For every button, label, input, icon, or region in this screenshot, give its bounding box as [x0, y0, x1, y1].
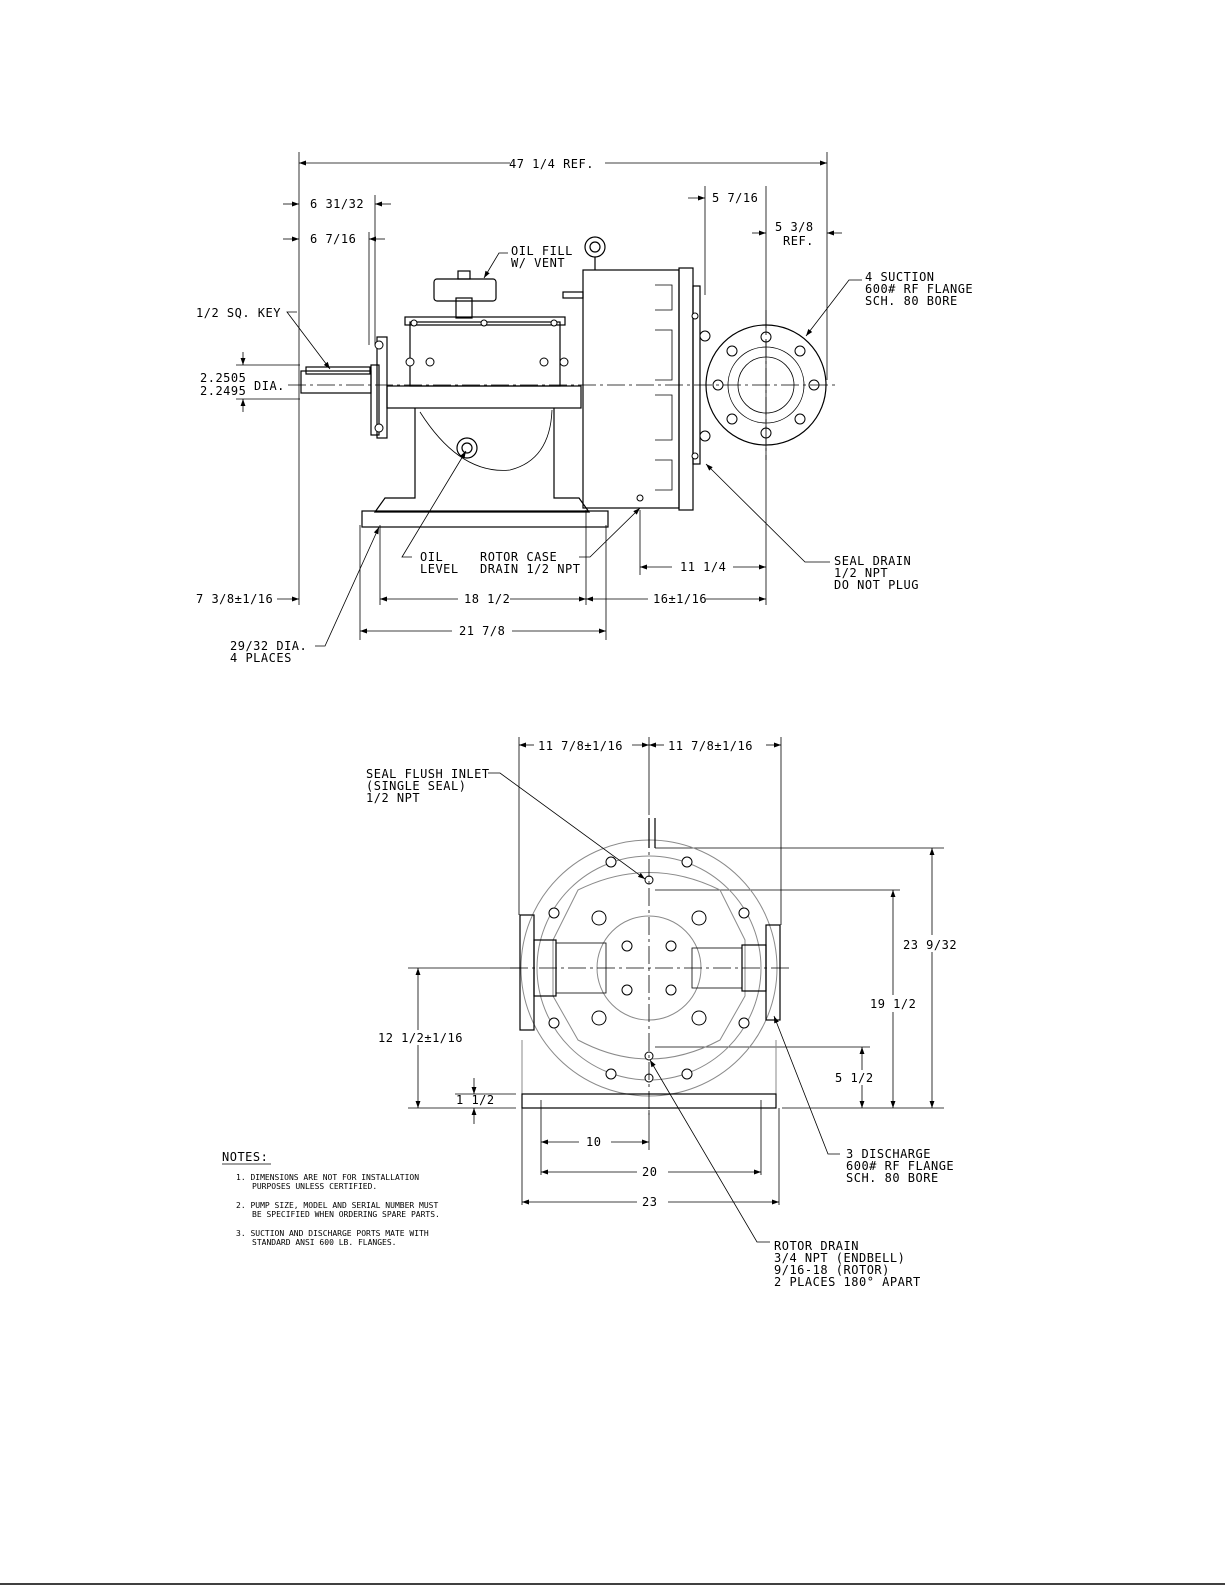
svg-text:11 7/8±1/16: 11 7/8±1/16: [668, 739, 753, 753]
side-bolts: [374, 312, 711, 502]
base-foot: [361, 510, 609, 528]
svg-text:4 PLACES: 4 PLACES: [230, 651, 292, 665]
svg-text:23: 23: [642, 1195, 657, 1209]
gear-housing: [409, 321, 561, 387]
end-dimension-lines: [415, 742, 935, 1205]
svg-text:SCH. 80 BORE: SCH. 80 BORE: [865, 294, 958, 308]
svg-text:2 PLACES 180° APART: 2 PLACES 180° APART: [774, 1275, 921, 1289]
svg-text:2.2505: 2.2505: [200, 371, 246, 385]
oil-fill-label: OIL FILL: [511, 244, 573, 258]
svg-text:DIA.: DIA.: [254, 379, 285, 393]
side-leaders: [286, 252, 862, 647]
end-leaders: [488, 772, 840, 1243]
svg-text:20: 20: [642, 1165, 657, 1179]
svg-text:2.2495: 2.2495: [200, 384, 246, 398]
end-extension-lines: [408, 737, 944, 1205]
svg-text:STANDARD ANSI 600 LB. FLANGES.: STANDARD ANSI 600 LB. FLANGES.: [252, 1238, 397, 1247]
rotor-case: [582, 269, 680, 509]
svg-text:1/2 NPT: 1/2 NPT: [834, 566, 888, 580]
svg-text:SCH. 80 BORE: SCH. 80 BORE: [846, 1171, 939, 1185]
note-1: 1. DIMENSIONS ARE NOT FOR INSTALLATION: [236, 1173, 419, 1182]
svg-text:LEVEL: LEVEL: [420, 562, 459, 576]
svg-text:5 7/16: 5 7/16: [712, 191, 758, 205]
note-2: 2. PUMP SIZE, MODEL AND SERIAL NUMBER MU…: [236, 1201, 438, 1210]
svg-text:11 7/8±1/16: 11 7/8±1/16: [538, 739, 623, 753]
svg-text:6 7/16: 6 7/16: [310, 232, 356, 246]
mounting-holes-label: 29/32 DIA.: [230, 639, 307, 653]
svg-text:1/2 NPT: 1/2 NPT: [366, 791, 420, 805]
shaft-key: [305, 366, 371, 375]
svg-text:W/ VENT: W/ VENT: [511, 256, 565, 270]
rotor-case-drain-label: ROTOR CASE: [480, 550, 557, 564]
end-pump-body: [519, 818, 781, 1109]
svg-text:600# RF FLANGE: 600# RF FLANGE: [846, 1159, 954, 1173]
end-view: 11 7/8±1/16 11 7/8±1/16 SEAL FLUSH INLET…: [366, 737, 957, 1289]
discharge-flange-end: [765, 924, 781, 1021]
svg-text:23 9/32: 23 9/32: [903, 938, 957, 952]
discharge-label: 3 DISCHARGE: [846, 1147, 931, 1161]
svg-text:9/16-18 (ROTOR): 9/16-18 (ROTOR): [774, 1263, 890, 1277]
svg-text:11 1/4: 11 1/4: [680, 560, 726, 574]
side-pump-body: [300, 236, 701, 528]
note-3: 3. SUCTION AND DISCHARGE PORTS MATE WITH: [236, 1229, 429, 1238]
svg-text:REF.: REF.: [783, 234, 814, 248]
svg-text:21 7/8: 21 7/8: [459, 624, 505, 638]
overall-length-label: 47 1/4 REF.: [509, 157, 594, 171]
svg-text:1 1/2: 1 1/2: [456, 1093, 495, 1107]
svg-text:3/4 NPT (ENDBELL): 3/4 NPT (ENDBELL): [774, 1251, 905, 1265]
svg-text:19 1/2: 19 1/2: [870, 997, 916, 1011]
seal-drain-label: SEAL DRAIN: [834, 554, 911, 568]
side-labels: 47 1/4 REF. 6 31/32 6 7/16 5 7/16 5 3/8 …: [196, 157, 973, 665]
suction-label: 4 SUCTION: [865, 270, 935, 284]
svg-text:16±1/16: 16±1/16: [653, 592, 707, 606]
svg-text:600# RF FLANGE: 600# RF FLANGE: [865, 282, 973, 296]
shaft-tube: [386, 385, 582, 409]
oil-level-label: OIL: [420, 550, 443, 564]
svg-text:7 3/8±1/16: 7 3/8±1/16: [196, 592, 273, 606]
seal-flush-inlet-label: SEAL FLUSH INLET: [366, 767, 490, 781]
svg-text:PURPOSES UNLESS CERTIFIED.: PURPOSES UNLESS CERTIFIED.: [252, 1182, 377, 1191]
notes-block: NOTES: 1. DIMENSIONS ARE NOT FOR INSTALL…: [222, 1150, 440, 1247]
svg-text:DRAIN 1/2 NPT: DRAIN 1/2 NPT: [480, 562, 580, 576]
svg-text:10: 10: [586, 1135, 601, 1149]
svg-text:DO NOT PLUG: DO NOT PLUG: [834, 578, 919, 592]
rotor-drain-label: ROTOR DRAIN: [774, 1239, 859, 1253]
svg-text:6 31/32: 6 31/32: [310, 197, 364, 211]
side-view: 47 1/4 REF. 6 31/32 6 7/16 5 7/16 5 3/8 …: [196, 152, 973, 665]
side-extension-lines: [236, 152, 828, 640]
svg-text:5 1/2: 5 1/2: [835, 1071, 874, 1085]
svg-text:(SINGLE SEAL): (SINGLE SEAL): [366, 779, 466, 793]
notes-title: NOTES:: [222, 1150, 268, 1164]
end-bolts: [548, 856, 750, 1083]
key-label: 1/2 SQ. KEY: [196, 306, 281, 320]
side-dimension-lines: [240, 160, 842, 634]
svg-text:BE SPECIFIED WHEN ORDERING SPA: BE SPECIFIED WHEN ORDERING SPARE PARTS.: [252, 1210, 440, 1219]
end-labels: 11 7/8±1/16 11 7/8±1/16 SEAL FLUSH INLET…: [366, 739, 957, 1289]
svg-text:12 1/2±1/16: 12 1/2±1/16: [378, 1031, 463, 1045]
suction-flange-end: [519, 914, 535, 1031]
svg-text:18 1/2: 18 1/2: [464, 592, 510, 606]
svg-text:5 3/8: 5 3/8: [775, 220, 814, 234]
